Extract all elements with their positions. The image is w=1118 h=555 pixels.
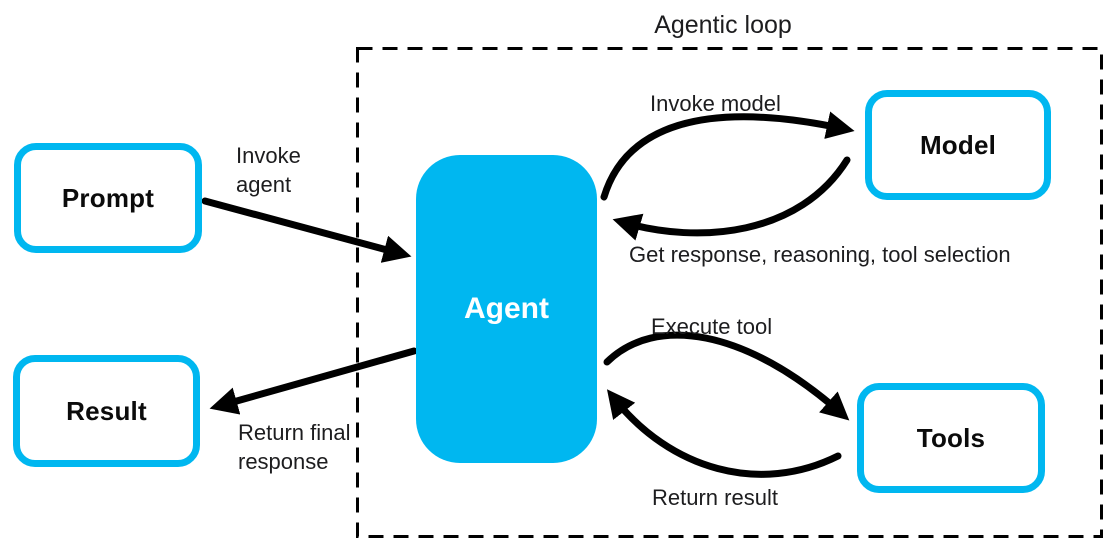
return-final-response-label: Return final response	[238, 420, 351, 475]
invoke-model-label: Invoke model	[650, 91, 781, 116]
get-response-label: Get response, reasoning, tool selection	[629, 242, 1011, 267]
node-prompt: Prompt	[14, 143, 202, 253]
return-result-label: Return result	[652, 485, 778, 510]
return-result-arrow	[606, 389, 842, 478]
node-agent: Agent	[416, 155, 597, 463]
diagram-title: Agentic loop	[654, 11, 792, 39]
return-final-response-arrow	[209, 347, 418, 415]
invoke-agent-arrow	[201, 197, 412, 263]
execute-tool-label: Execute tool	[651, 314, 773, 339]
get-response-arrow	[612, 156, 851, 241]
node-model: Model	[865, 90, 1051, 200]
agentic-loop-boundary	[356, 47, 1103, 538]
node-tools: Tools	[857, 383, 1045, 493]
node-result: Result	[13, 355, 200, 467]
invoke-agent-label: Invoke agent	[236, 143, 301, 198]
invoke-model-arrow	[600, 111, 855, 201]
execute-tool-arrow	[603, 331, 850, 421]
